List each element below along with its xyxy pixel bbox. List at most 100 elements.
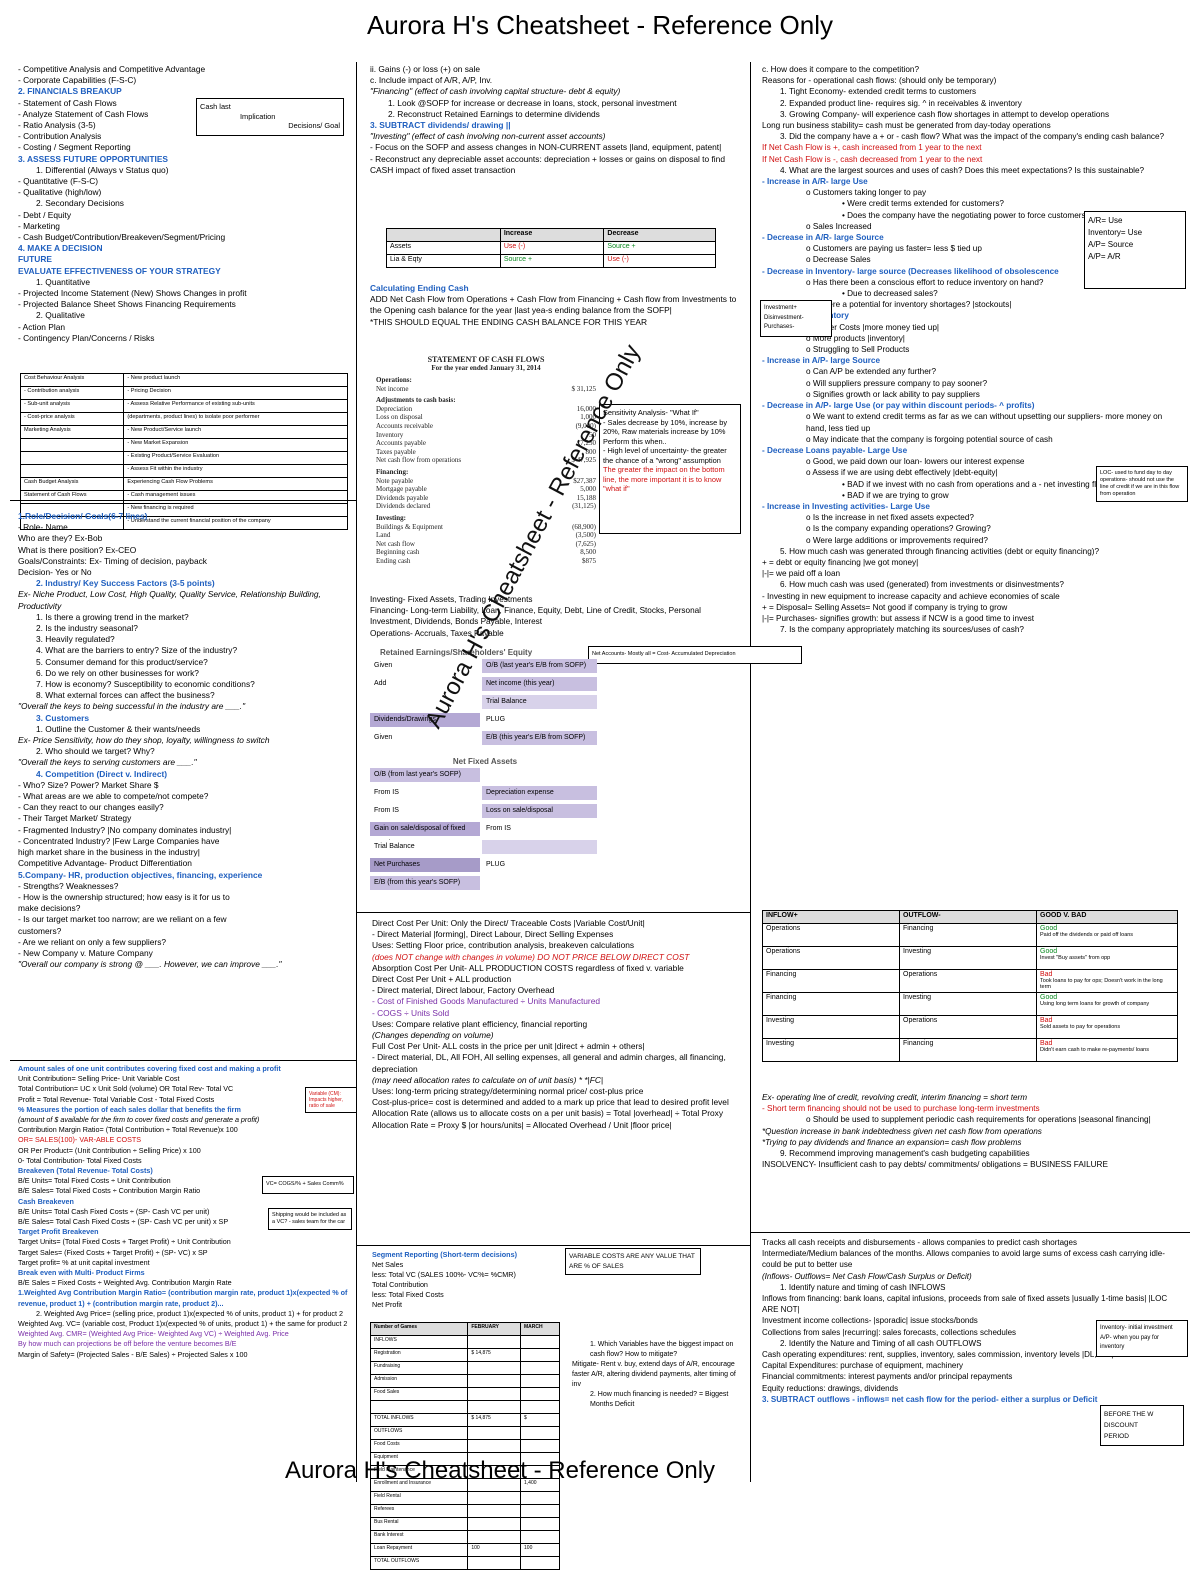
stmt-label: Accounts payable	[376, 439, 426, 448]
formula-line: B/E Units= Total Fixed Costs ÷ Unit Cont…	[18, 1176, 171, 1186]
table-cell	[19, 451, 125, 465]
table-header: MARCH	[520, 1322, 560, 1336]
table-row: Bus Rental	[369, 1517, 560, 1531]
table-cell: Operations	[762, 946, 900, 970]
stmt-label: Financing:	[376, 467, 409, 476]
variable-cm-note: Variable (CM): Impacts higher, ratio of …	[305, 1087, 357, 1113]
stmt-value: (7,625)	[575, 539, 596, 548]
list-line: *Trying to pay dividends and finance an …	[762, 1137, 1022, 1147]
table-row: Food Sales	[369, 1387, 560, 1401]
stmt-title: STATEMENT OF CASH FLOWS	[427, 355, 545, 364]
ledger-right	[482, 876, 597, 890]
ledger-row: E/B (from this year's SOFP)	[370, 876, 600, 892]
list-line: + = Disposal= Selling Assets= Not good i…	[762, 602, 1008, 612]
sensitivity-line: Sensitivity Analysis- "What If"	[603, 408, 699, 417]
page-title: Aurora H's Cheatsheet - Reference Only	[367, 10, 833, 40]
table-header: GOOD V. BAD	[1036, 910, 1178, 924]
box-line: DISCOUNT	[1104, 1422, 1138, 1429]
stmt-label: Net income	[376, 384, 409, 393]
ledger-left: Given	[370, 731, 480, 745]
variable-costs-box: VARIABLE COSTS ARE ANY VALUE THAT ARE % …	[565, 1248, 701, 1275]
col2-lower: Investing- Fixed Assets, Trading Investm…	[370, 594, 742, 639]
col1-bot: Amount sales of one unit contributes cov…	[18, 1064, 348, 1360]
list-line: Capital Expenditures: purchase of equipm…	[762, 1361, 963, 1371]
box-line: PERIOD	[1104, 1433, 1129, 1440]
list-line: Allocation Rate = Proxy $ |or hours/unit…	[372, 1119, 672, 1130]
stmt-value: $27,387	[573, 476, 596, 485]
list-line: 5.Company- HR, production objectives, fi…	[18, 869, 263, 880]
list-line: (Changes depending on volume)	[372, 1030, 494, 1041]
table-cell: 1,400	[520, 1478, 560, 1492]
stmt-value: $875	[582, 556, 596, 565]
list-line: (Inflows- Outflows= Net Cash Flow/Cash S…	[762, 1271, 972, 1281]
table-cell	[467, 1426, 522, 1440]
formula-line: Breakeven (Total Revenue- Total Costs)	[18, 1166, 153, 1176]
list-line: 1. Differential (Always v Status quo)	[36, 164, 169, 175]
list-line: Cash operating expenditures: rent, suppl…	[762, 1350, 1114, 1360]
table-cell	[467, 1335, 522, 1349]
table-cell	[520, 1335, 560, 1349]
list-line: - Decrease in A/R- large Source	[762, 233, 884, 243]
list-line: 3. Did the company have a + or - cash fl…	[780, 132, 1165, 142]
section-divider	[750, 1232, 1190, 1233]
box-line: Inventory- initial investment	[1100, 1325, 1173, 1331]
stmt-row: Net income$ 31,125	[376, 385, 596, 394]
verdict-note: Using long term loans for growth of comp…	[1040, 1001, 1150, 1007]
list-line: - How is the ownership structured; how e…	[18, 891, 230, 902]
list-line: Long run business stability= cash must b…	[762, 121, 1051, 131]
list-line: Ex- Price Sensitivity, how do they shop,…	[18, 735, 270, 746]
list-line: 2. Qualitative	[36, 310, 85, 321]
stmt-value: 7,250	[580, 439, 596, 448]
list-line: Tracks all cash receipts and disbursemen…	[762, 1238, 1077, 1247]
list-line: 3. Growing Company- will experience cash…	[780, 109, 1110, 119]
table-row: Bank Interest	[369, 1530, 560, 1544]
list-line: 8. What external forces can affect the b…	[36, 690, 215, 701]
table-cell	[467, 1478, 522, 1492]
list-line: o Decrease Sales	[806, 255, 871, 265]
formula-line: % Measures the portion of each sales dol…	[18, 1104, 241, 1114]
ledger-right	[482, 840, 597, 854]
ledger-right: Trial Balance	[482, 695, 597, 709]
list-line: 3. Customers	[36, 712, 90, 723]
table-cell: Investing	[899, 992, 1037, 1016]
formula-line: Target Units= (Total Fixed Costs + Targe…	[18, 1237, 231, 1247]
list-line: 4. What are the barriers to entry? Size …	[36, 645, 238, 656]
table-cell: Registration	[369, 1348, 469, 1362]
table-cell	[369, 1400, 469, 1414]
list-line: Total Contribution	[372, 1280, 428, 1289]
table-cell: $	[520, 1413, 560, 1427]
formula-line: B/E Units= Total Cash Fixed Costs ÷ (SP-…	[18, 1206, 210, 1216]
list-line: - Focus on the SOFP and assess changes i…	[370, 142, 722, 153]
list-line: Who are they? Ex-Bob	[18, 533, 103, 544]
table-row: Food Costs	[369, 1439, 560, 1453]
formula-line: Weighted Avg. VC= (variable cost, Produc…	[18, 1319, 348, 1329]
list-line: • Does the company have the negotiating …	[842, 210, 1143, 220]
ledger-left: Given	[370, 659, 480, 673]
box-line: A/R= Use	[1088, 216, 1123, 225]
box-col2: Implication	[240, 111, 276, 121]
sensitivity-analysis-box: Sensitivity Analysis- "What If"- Sales d…	[599, 404, 741, 534]
table-cell	[19, 516, 125, 530]
box-line: A/P= A/R	[1088, 252, 1121, 261]
formula-line: 2. Weighted Avg Price= (selling price, p…	[36, 1308, 343, 1318]
table-cell	[520, 1374, 560, 1388]
analysis-mini-table: Cost Behaviour Analysis- New product lau…	[19, 373, 348, 530]
list-line: o Is the company expanding operations? G…	[806, 524, 991, 534]
list-line: - Cost of Finished Goods Manufactured ÷ …	[372, 996, 601, 1007]
table-cell	[467, 1491, 522, 1505]
table-row: INFLOWS	[369, 1335, 560, 1349]
table-cell: - New product launch	[123, 373, 348, 387]
formula-line: Amount sales of one unit contributes cov…	[18, 1064, 281, 1073]
ledger-right: Loss on sale/disposal	[482, 804, 597, 818]
ledger-right: PLUG	[482, 713, 597, 727]
list-line: Segment Reporting (Short-term decisions)	[372, 1250, 517, 1259]
table-cell: Investing	[899, 946, 1037, 970]
formula-line: Margin of Safety= (Projected Sales - B/E…	[18, 1349, 248, 1359]
table-row: OUTFLOWS	[369, 1426, 560, 1440]
